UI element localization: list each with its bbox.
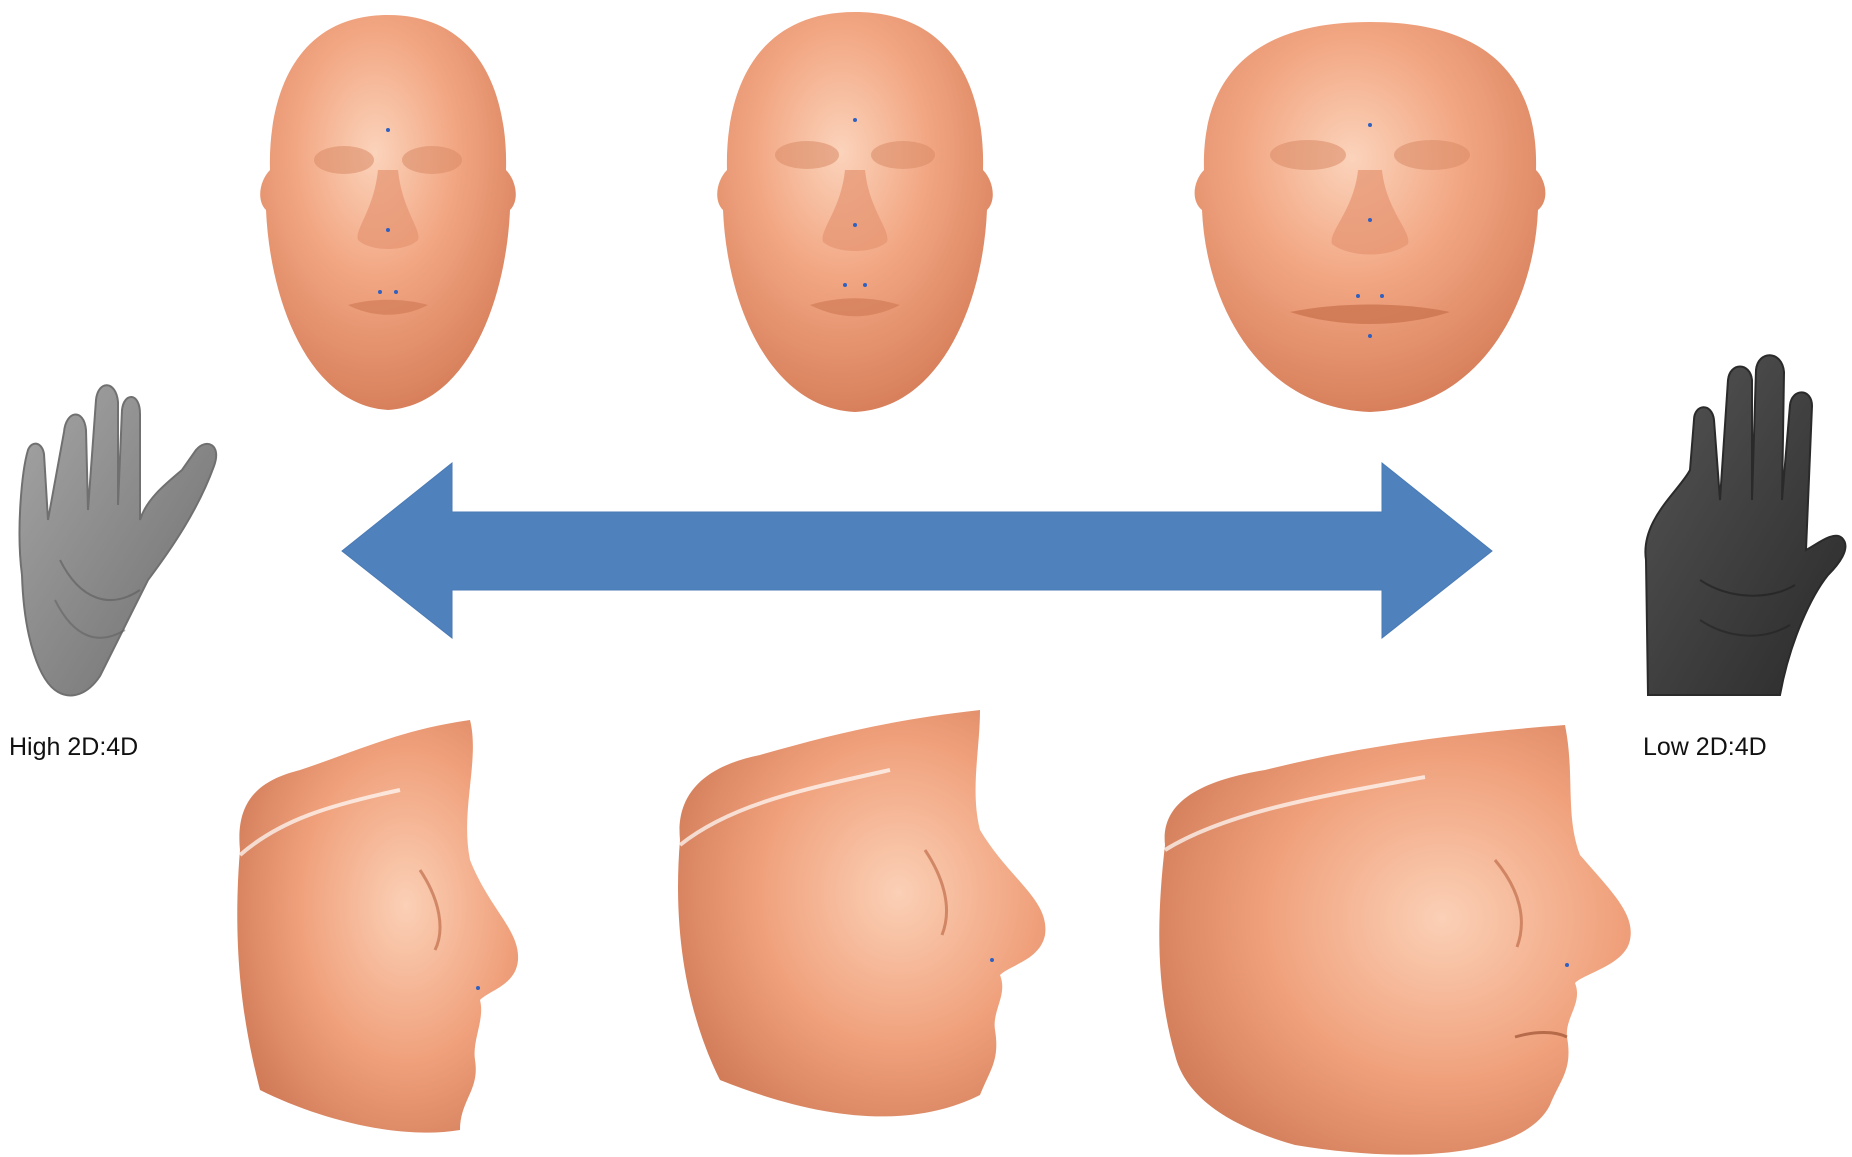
face-profile-high [237, 720, 518, 1133]
label-low-2d4d: Low 2D:4D [1643, 733, 1767, 762]
label-high-2d4d: High 2D:4D [9, 733, 138, 762]
face-frontal-low [1195, 22, 1546, 412]
face-profile-low [1159, 725, 1630, 1155]
face-profile-mid [678, 710, 1045, 1116]
double-arrow-icon [342, 463, 1492, 638]
face-frontal-mid [717, 12, 993, 412]
hand-right-icon [1645, 355, 1845, 695]
hand-left-icon [20, 385, 217, 695]
face-frontal-high [260, 15, 516, 410]
